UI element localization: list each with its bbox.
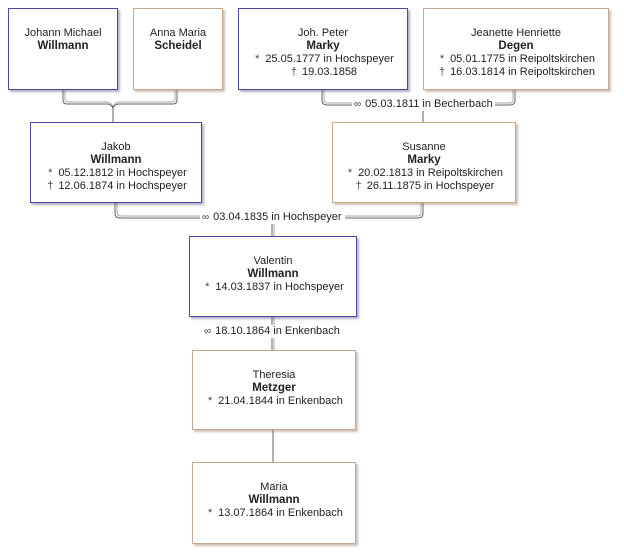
surname: Willmann bbox=[90, 154, 142, 166]
surname: Marky bbox=[407, 154, 441, 166]
person-valentin-willmann[interactable]: Valentin Willmann * 14.03.1837 in Hochsp… bbox=[189, 236, 357, 317]
birth-event: * 20.02.1813 in Reipoltskirchen bbox=[333, 167, 515, 180]
given-name: Johann Michael bbox=[24, 27, 102, 39]
birth-date: 20.02.1813 in Reipoltskirchen bbox=[358, 167, 503, 179]
surname: Willmann bbox=[248, 494, 300, 506]
marriage-label-willmann-marky: ∞03.04.1835 in Hochspeyer bbox=[200, 211, 344, 224]
birth-icon: * bbox=[48, 167, 53, 179]
death-date: 16.03.1814 in Reipoltskirchen bbox=[450, 66, 595, 78]
given-name: Anna Maria bbox=[149, 27, 207, 39]
birth-date: 13.07.1864 in Enkenbach bbox=[218, 507, 343, 519]
death-event: † 16.03.1814 in Reipoltskirchen bbox=[424, 66, 608, 79]
death-date: 12.06.1874 in Hochspeyer bbox=[58, 180, 187, 192]
marriage-icon: ∞ bbox=[202, 212, 210, 223]
connector-marky-degen bbox=[321, 90, 352, 106]
birth-date: 25.05.1777 in Hochspeyer bbox=[265, 53, 394, 65]
connector-jakob-susanne bbox=[114, 203, 200, 219]
birth-event: * 14.03.1837 in Hochspeyer bbox=[190, 281, 356, 294]
connector-willmann-scheidel bbox=[62, 90, 178, 110]
birth-event: * 13.07.1864 in Enkenbach bbox=[193, 507, 355, 520]
person-maria-willmann[interactable]: Maria Willmann * 13.07.1864 in Enkenbach bbox=[192, 462, 356, 544]
person-johann-michael-willmann[interactable]: Johann Michael Willmann bbox=[8, 8, 118, 90]
person-jeanette-henriette-degen[interactable]: Jeanette Henriette Degen * 05.01.1775 in… bbox=[423, 8, 609, 90]
death-event: † 26.11.1875 in Hochspeyer bbox=[333, 180, 515, 193]
person-susanne-marky[interactable]: Susanne Marky * 20.02.1813 in Reipoltski… bbox=[332, 122, 516, 203]
birth-icon: * bbox=[205, 281, 210, 293]
surname: Willmann bbox=[247, 268, 299, 280]
birth-date: 14.03.1837 in Hochspeyer bbox=[215, 281, 344, 293]
given-name: Theresia bbox=[252, 369, 296, 381]
birth-icon: * bbox=[255, 53, 260, 65]
marriage-date: 05.03.1811 in Becherbach bbox=[365, 98, 493, 110]
surname: Metzger bbox=[252, 382, 296, 394]
birth-icon: * bbox=[439, 53, 445, 65]
birth-event: * 21.04.1844 in Enkenbach bbox=[193, 395, 355, 408]
person-theresia-metzger[interactable]: Theresia Metzger * 21.04.1844 in Enkenba… bbox=[192, 350, 356, 430]
given-name: Valentin bbox=[253, 255, 293, 267]
birth-date: 05.01.1775 in Reipoltskirchen bbox=[450, 53, 595, 65]
surname: Marky bbox=[306, 40, 340, 52]
surname: Degen bbox=[498, 40, 534, 52]
birth-icon: * bbox=[207, 395, 213, 407]
given-name: Jeanette Henriette bbox=[471, 27, 561, 39]
marriage-label-willmann-metzger: ∞18.10.1864 in Enkenbach bbox=[202, 325, 342, 338]
death-icon: † bbox=[290, 66, 297, 78]
birth-event: * 05.12.1812 in Hochspeyer bbox=[31, 167, 201, 180]
person-jakob-willmann[interactable]: Jakob Willmann * 05.12.1812 in Hochspeye… bbox=[30, 122, 202, 203]
surname: Willmann bbox=[37, 40, 89, 52]
marriage-date: 18.10.1864 in Enkenbach bbox=[215, 325, 340, 337]
marriage-icon: ∞ bbox=[204, 326, 212, 337]
given-name: Jakob bbox=[101, 141, 131, 153]
marriage-icon: ∞ bbox=[354, 99, 362, 110]
person-anna-maria-scheidel[interactable]: Anna Maria Scheidel bbox=[133, 8, 223, 90]
marriage-label-marky-degen: ∞05.03.1811 in Becherbach bbox=[352, 98, 495, 111]
death-event: † 19.03.1858 bbox=[239, 66, 407, 79]
death-icon: † bbox=[438, 66, 446, 78]
given-name: Joh. Peter bbox=[297, 27, 349, 39]
death-icon: † bbox=[355, 180, 362, 192]
birth-date: 05.12.1812 in Hochspeyer bbox=[58, 167, 187, 179]
birth-event: * 25.05.1777 in Hochspeyer bbox=[239, 53, 407, 66]
birth-icon: * bbox=[347, 167, 353, 179]
death-icon: † bbox=[47, 180, 54, 192]
person-joh-peter-marky[interactable]: Joh. Peter Marky * 25.05.1777 in Hochspe… bbox=[238, 8, 408, 90]
birth-date: 21.04.1844 in Enkenbach bbox=[218, 395, 343, 407]
surname: Scheidel bbox=[154, 40, 202, 52]
death-date: 19.03.1858 bbox=[302, 66, 358, 78]
given-name: Maria bbox=[260, 481, 288, 493]
death-date: 26.11.1875 in Hochspeyer bbox=[366, 180, 495, 192]
birth-icon: * bbox=[207, 507, 213, 519]
marriage-date: 03.04.1835 in Hochspeyer bbox=[213, 211, 342, 223]
birth-event: * 05.01.1775 in Reipoltskirchen bbox=[424, 53, 608, 66]
given-name: Susanne bbox=[402, 141, 446, 153]
death-event: † 12.06.1874 in Hochspeyer bbox=[31, 180, 201, 193]
